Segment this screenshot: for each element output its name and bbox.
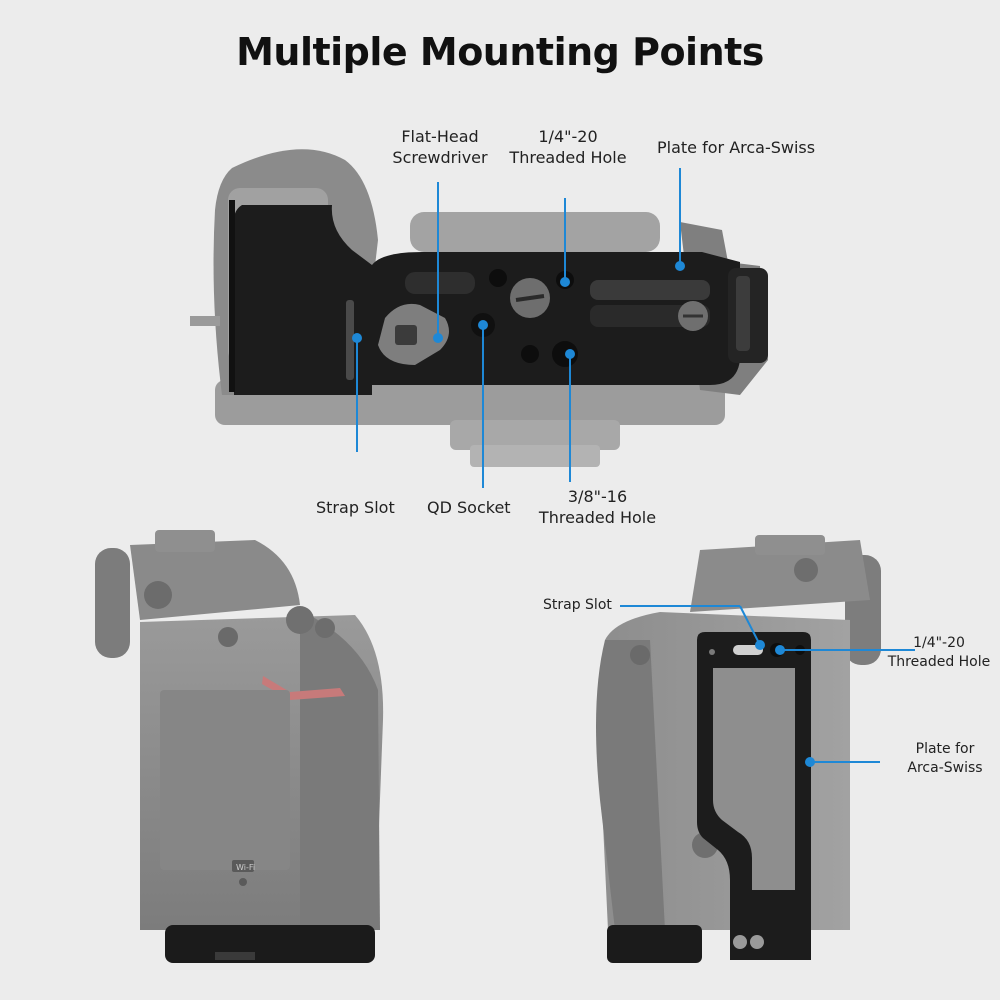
three-eighths-threaded-hole-label: 3/8"-16 Threaded Hole	[530, 486, 665, 528]
flat-head-label-line1: Flat-Head	[401, 127, 479, 146]
page-title: Multiple Mounting Points	[236, 30, 764, 74]
top-base-plate	[229, 200, 768, 395]
side-quarter-label-line2: Threaded Hole	[887, 654, 991, 670]
left-camera-side: Wi-Fi	[95, 530, 384, 963]
side-arca-swiss-label: Plate for Arca-Swiss	[895, 740, 995, 778]
quarter-label-line2: Threaded Hole	[509, 148, 627, 167]
qd-socket-label: QD Socket	[427, 498, 511, 517]
side-arca-label-line2: Arca-Swiss	[907, 760, 983, 776]
wifi-badge: Wi-Fi	[236, 863, 255, 872]
side-strap-slot-label: Strap Slot	[543, 597, 612, 613]
flat-head-screwdriver-label: Flat-Head Screwdriver	[385, 126, 495, 168]
flat-head-label-line2: Screwdriver	[392, 148, 488, 167]
side-quarter-label-line1: 1/4"-20	[913, 635, 965, 651]
side-quarter-threaded-hole-label: 1/4"-20 Threaded Hole	[880, 634, 998, 672]
side-arca-label-line1: Plate for	[915, 741, 975, 757]
three-eighths-label-line2: Threaded Hole	[538, 508, 657, 527]
right-camera-side	[596, 535, 881, 963]
three-eighths-label-line1: 3/8"-16	[567, 487, 628, 506]
strap-slot-label: Strap Slot	[316, 498, 395, 517]
top-callouts	[352, 168, 685, 488]
arca-swiss-plate-label: Plate for Arca-Swiss	[657, 138, 816, 157]
bottom-right-callouts	[620, 605, 915, 767]
quarter-20-threaded-hole-label: 1/4"-20 Threaded Hole	[503, 126, 633, 168]
quarter-label-line1: 1/4"-20	[538, 127, 598, 146]
